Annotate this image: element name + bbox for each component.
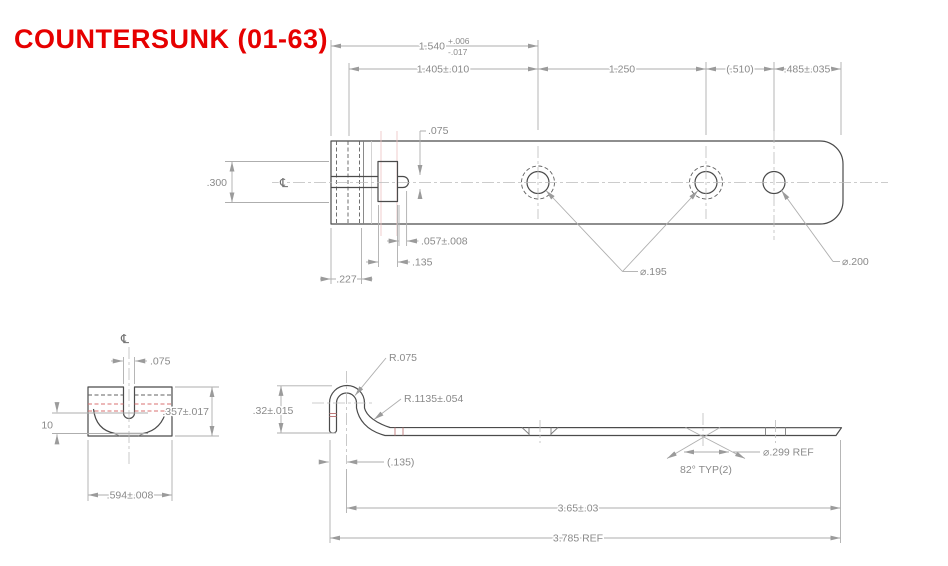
dim-body-length: 3.65±.03: [558, 503, 599, 515]
centerline-symbol-top-view: ℄: [279, 176, 289, 190]
dim-end-height: .300: [207, 177, 228, 189]
section-view-dimensions: .075 .357±.017 10 .594±.008: [40, 354, 219, 503]
dim-section-width: .594±.008: [107, 490, 154, 502]
dim-hole2-hole3: (.510): [726, 64, 753, 76]
side-view-hole-marks: [521, 420, 786, 443]
label-csk-dia: ⌀.299 REF: [763, 447, 814, 459]
dim-tab-offset: .227: [336, 274, 357, 286]
dim-slot-width-top: .075: [428, 125, 449, 137]
dim-hole1-hole2: 1.250: [609, 64, 635, 76]
label-end-hole: ⌀.200: [842, 256, 869, 268]
side-view-centerlines: [312, 371, 704, 464]
dim-hook-height: .32±.015: [253, 405, 294, 417]
side-view-bend-marks: [329, 413, 404, 436]
dim-csk-depth: 10: [41, 420, 53, 432]
dim-tab-tip: .057±.008: [421, 236, 468, 248]
side-view-dimensions: R.075 R.1135±.054 .32±.015 (.135) 82° TY…: [251, 351, 841, 546]
dim-hook-to-hole1: 1.405±.010: [417, 64, 470, 76]
dim-hook-ref: (.135): [387, 457, 414, 469]
side-view: R.075 R.1135±.054 .32±.015 (.135) 82° TY…: [251, 351, 843, 546]
top-view: ℄ 1.540 +.006 -.017 1.405±.010 1.250 (.5…: [205, 35, 888, 288]
top-view-centerlines: [272, 131, 888, 240]
dim-section-height: .357±.017: [162, 406, 209, 418]
dim-tab-width: .135: [412, 257, 433, 269]
section-view: ℄ .075 .357±.017 10 .594±.008: [40, 331, 219, 503]
label-bend-radius: R.1135±.054: [404, 393, 463, 405]
top-view-part-outline: [330, 131, 844, 236]
dim-slot-width-section: .075: [150, 356, 171, 368]
label-csk-holes: ⌀.195: [640, 266, 667, 278]
label-csk-angle: 82° TYP(2): [680, 464, 732, 476]
drawing-title: COUNTERSUNK (01-63): [14, 24, 329, 54]
section-view-part-outline: [87, 386, 173, 437]
label-hook-radius: R.075: [389, 352, 417, 364]
top-view-dimensions: 1.540 +.006 -.017 1.405±.010 1.250 (.510…: [205, 35, 870, 288]
dim-hole3-end: .485±.035: [784, 64, 831, 76]
dim-overall-tol-minus: -.017: [448, 47, 468, 57]
centerline-symbol-section: ℄: [120, 332, 130, 346]
dim-overall-length: 3.785 REF: [553, 533, 603, 545]
dim-overall-value: 1.540: [419, 41, 445, 53]
dim-overall-tol-plus: +.006: [448, 36, 470, 46]
